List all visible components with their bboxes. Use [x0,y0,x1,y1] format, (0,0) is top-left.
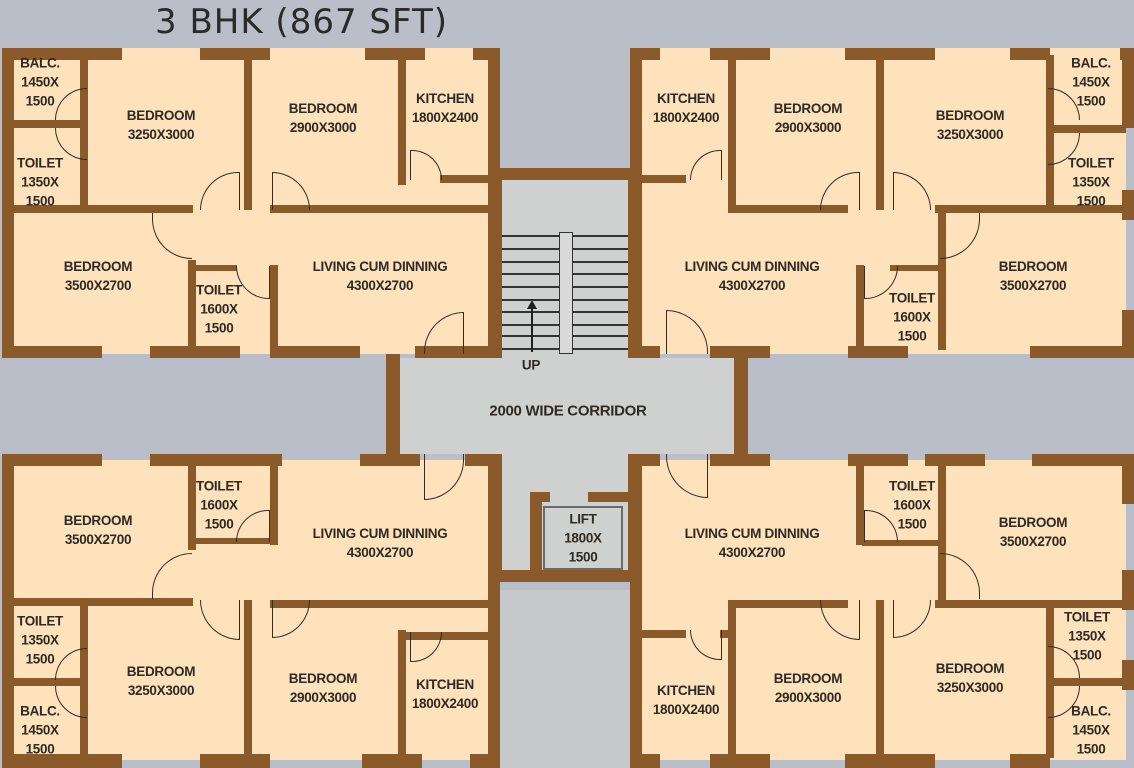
stair-up-label: UP [521,357,541,373]
arrow-up-icon [531,304,533,352]
corridor-label: 2000 WIDE CORRIDOR [489,402,647,420]
lift-shaft-lower [500,590,630,768]
corridor [398,358,736,454]
plan-title: 3 BHK (867 SFT) [155,2,448,42]
lift [543,506,623,570]
